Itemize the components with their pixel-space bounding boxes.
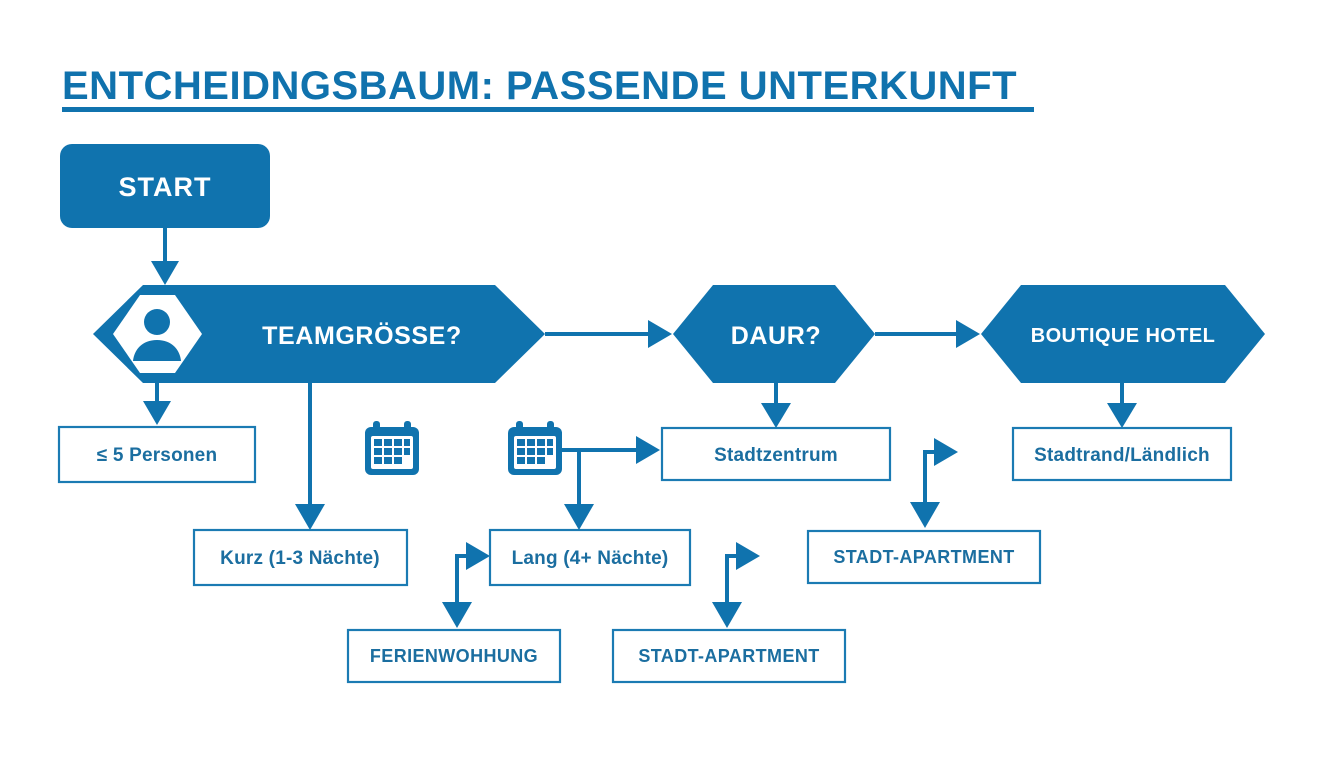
node-opt-stadtzentrum[interactable]: Stadtzentrum (660, 426, 892, 482)
persons-label: ≤ 5 Personen (97, 445, 218, 466)
node-decision-duration[interactable]: DAUR? (673, 285, 875, 383)
stadtapartment-bottom-label: STADT-APARTMENT (638, 646, 819, 666)
person-icon (113, 295, 202, 373)
stadtrand-label: Stadtrand/Ländlich (1034, 445, 1210, 466)
start-shape (60, 144, 270, 228)
ferienwohhung-label: FERIENWOHHUNG (370, 646, 538, 666)
edge-duration-to-stadtzentrum (761, 383, 791, 428)
edge-team-to-persons (143, 383, 171, 425)
stadtrand-box-shape (1011, 426, 1233, 482)
stadtapartment-bottom-box-shape (611, 628, 847, 684)
duration-label: DAUR? (731, 322, 822, 350)
edge-start-to-team (151, 228, 179, 285)
stadtapartment-right-box-shape (806, 529, 1042, 585)
edge-stadtzentrum-junction (712, 542, 760, 628)
edge-calendar-right-split (561, 436, 660, 530)
duration-hexagon-shape (673, 285, 875, 383)
edge-boutique-to-stadtrand (1107, 383, 1137, 428)
connector-layer (143, 228, 1137, 628)
node-opt-kurz[interactable]: Kurz (1-3 Nächte) (192, 528, 409, 587)
title-underline (62, 107, 1034, 112)
boutique-hexagon-shape (981, 285, 1265, 383)
team-hexagon-shape (93, 285, 545, 383)
team-label: TEAMGRÖSSE? (262, 321, 462, 350)
edge-lang-junction (442, 542, 490, 628)
ferienwohhung-box-shape (346, 628, 562, 684)
stadtzentrum-label: Stadtzentrum (714, 445, 838, 466)
node-opt-stadtrand[interactable]: Stadtrand/Ländlich (1011, 426, 1233, 482)
node-result-stadtapartment-right[interactable]: STADT-APARTMENT (806, 529, 1042, 585)
node-start[interactable]: START (60, 144, 270, 228)
kurz-label: Kurz (1-3 Nächte) (220, 548, 380, 569)
edge-duration-to-boutique (875, 320, 980, 348)
lang-box-shape (488, 528, 692, 587)
stadtzentrum-box-shape (660, 426, 892, 482)
calendar-icon-left (365, 421, 419, 475)
node-result-stadtapartment-bottom[interactable]: STADT-APARTMENT (611, 628, 847, 684)
node-result-boutique[interactable]: BOUTIQUE HOTEL (981, 285, 1265, 383)
boutique-label: BOUTIQUE HOTEL (1031, 325, 1216, 347)
node-decision-team[interactable]: TEAMGRÖSSE? (93, 285, 545, 383)
kurz-box-shape (192, 528, 409, 587)
node-opt-persons[interactable]: ≤ 5 Personen (57, 425, 257, 484)
page-title: ENTCHEIDNGSBAUM: PASSENDE UNTERKUNFT (62, 64, 1017, 108)
calendar-icon-right (508, 421, 562, 475)
lang-label: Lang (4+ Nächte) (512, 548, 669, 569)
edge-right-junction (910, 438, 958, 528)
node-opt-lang[interactable]: Lang (4+ Nächte) (488, 528, 692, 587)
edge-team-to-duration (545, 320, 672, 348)
start-label: START (119, 172, 212, 202)
persons-box-shape (57, 425, 257, 484)
stadtapartment-right-label: STADT-APARTMENT (833, 547, 1014, 567)
edge-team-to-kurz (295, 383, 325, 530)
node-result-ferienwohhung[interactable]: FERIENWOHHUNG (346, 628, 562, 684)
